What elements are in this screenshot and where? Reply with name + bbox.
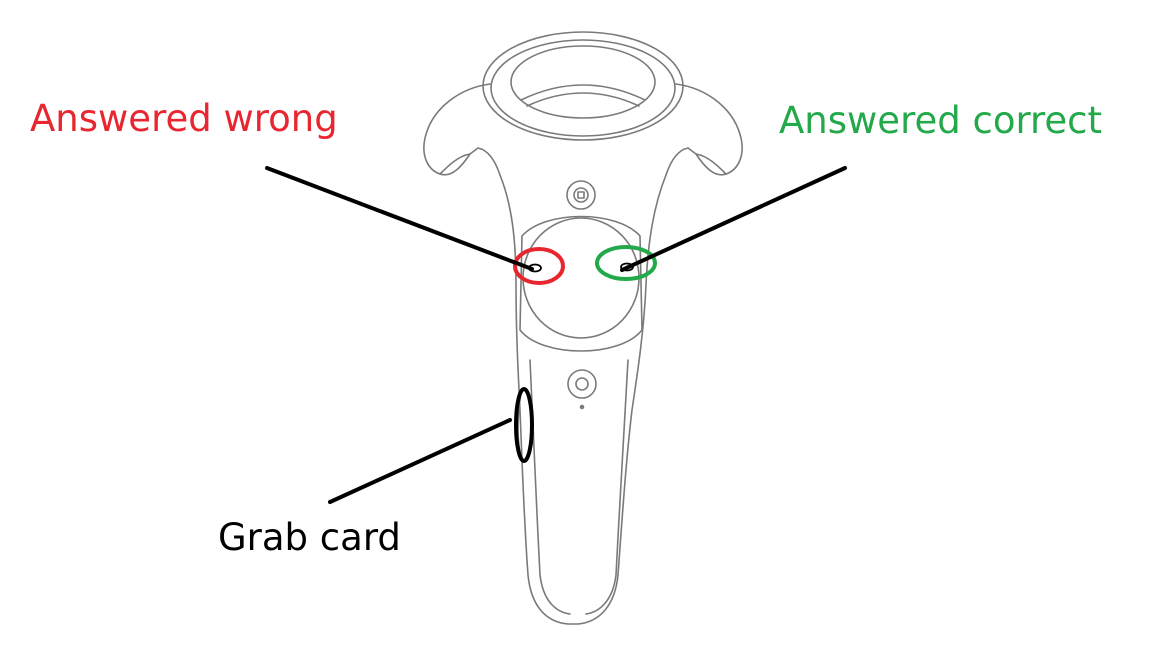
system-button-inner bbox=[575, 377, 589, 391]
grab-leader-line bbox=[328, 418, 512, 504]
status-light bbox=[579, 404, 585, 410]
trackpad-surround bbox=[519, 215, 643, 352]
answered-wrong-label: Answered wrong bbox=[30, 97, 338, 140]
menu-button-inner bbox=[573, 187, 589, 203]
controller-ring-outer-2 bbox=[490, 39, 676, 137]
correct-highlight-circle bbox=[595, 245, 657, 281]
wrong-leader-line bbox=[265, 166, 534, 271]
controller-right-horn-inner bbox=[695, 153, 727, 175]
controller-body-inner-left bbox=[529, 359, 571, 615]
menu-button-mark bbox=[577, 191, 585, 199]
system-button-outer bbox=[567, 369, 597, 399]
controller-body-left bbox=[499, 174, 569, 625]
vr-controller bbox=[423, 31, 743, 625]
controller-ring-inner bbox=[510, 45, 656, 119]
controller-ring-inner-lip-2 bbox=[526, 92, 640, 107]
grab-card-label: Grab card bbox=[218, 516, 401, 559]
controller-left-horn bbox=[423, 83, 501, 176]
menu-button-outer bbox=[566, 180, 596, 210]
grab-highlight-circle bbox=[514, 387, 534, 463]
controller-ring-inner-lip bbox=[520, 84, 646, 101]
answered-correct-label: Answered correct bbox=[779, 99, 1103, 142]
correct-leader-line bbox=[620, 166, 847, 272]
controller-ring-outer bbox=[482, 31, 684, 141]
controller-body-inner-right bbox=[585, 359, 629, 615]
controller-right-horn bbox=[665, 83, 743, 176]
controller-body-right bbox=[577, 174, 667, 625]
wrong-highlight-circle bbox=[513, 247, 565, 285]
controller-left-horn-inner bbox=[439, 153, 471, 175]
